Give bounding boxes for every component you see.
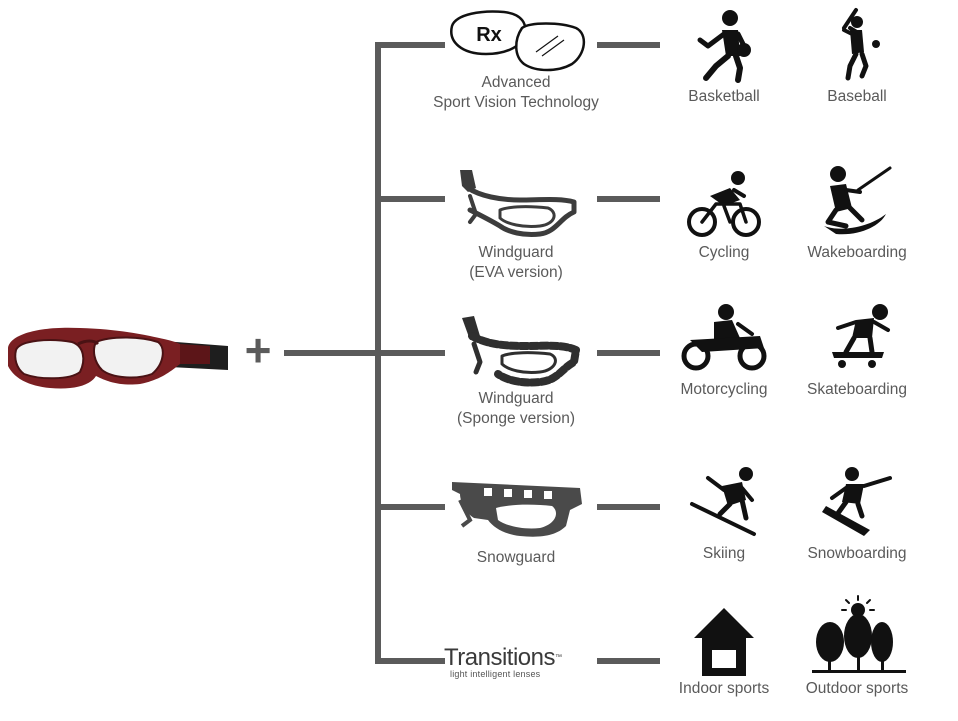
wakeboarder-icon [824, 166, 892, 235]
motorcyclist-icon [681, 304, 767, 371]
baseball-batter-icon [842, 8, 880, 81]
connector-lines [284, 42, 660, 664]
cyclist-icon [687, 171, 761, 237]
accessory-label-line: Windguard [478, 244, 554, 261]
rx-badge: Rx [476, 24, 502, 46]
accessory-label-line: Advanced [481, 74, 551, 91]
sport-label-wakeboarding: Wakeboarding [807, 244, 907, 261]
accessory-label-line: Sport Vision Technology [433, 94, 599, 111]
sport-label-motorcycling: Motorcycling [680, 381, 768, 398]
transitions-logo: Transitions™ light intelligent lenses [444, 645, 594, 680]
accessory-label-line: Windguard [478, 390, 554, 407]
accessory-label-snowguard: Snowguard [406, 548, 626, 568]
sport-goggles-image [8, 327, 228, 389]
sport-label-skateboarding: Skateboarding [807, 381, 907, 398]
snowboarder-icon [822, 467, 892, 536]
accessory-label-line: (EVA version) [469, 264, 563, 281]
sport-label-snowboarding: Snowboarding [807, 545, 907, 562]
windguard-sponge-image [462, 316, 580, 387]
plus-sign: + [245, 324, 272, 376]
transitions-tagline: light intelligent lenses [450, 669, 541, 679]
sport-label-baseball: Baseball [827, 88, 887, 105]
snowguard-image [452, 482, 582, 537]
sport-label-cycling: Cycling [698, 244, 750, 261]
transitions-brand-name: Transitions [444, 644, 555, 671]
sport-label-indoor: Indoor sports [678, 680, 770, 697]
accessory-label-line: Snowguard [476, 549, 556, 566]
accessory-label-line: (Sponge version) [456, 410, 576, 427]
sport-label-basketball: Basketball [688, 88, 760, 105]
transitions-logo-name: Transitions™ [444, 645, 594, 671]
sport-label-skiing: Skiing [702, 545, 746, 562]
basketball-player-icon [697, 10, 751, 83]
outdoor-trees-sun-icon [812, 595, 906, 673]
accessory-label-windguard-sponge: Windguard (Sponge version) [406, 389, 626, 429]
accessory-label-windguard-eva: Windguard (EVA version) [406, 243, 626, 283]
windguard-eva-image [460, 170, 577, 237]
transitions-trademark: ™ [554, 654, 562, 661]
accessory-label-rx: Advanced Sport Vision Technology [406, 73, 626, 113]
skier-icon [690, 467, 756, 536]
rx-lenses-image: Rx [450, 10, 585, 72]
skateboarder-icon [832, 304, 890, 368]
indoor-house-icon [694, 608, 754, 676]
sport-label-outdoor: Outdoor sports [805, 680, 909, 697]
